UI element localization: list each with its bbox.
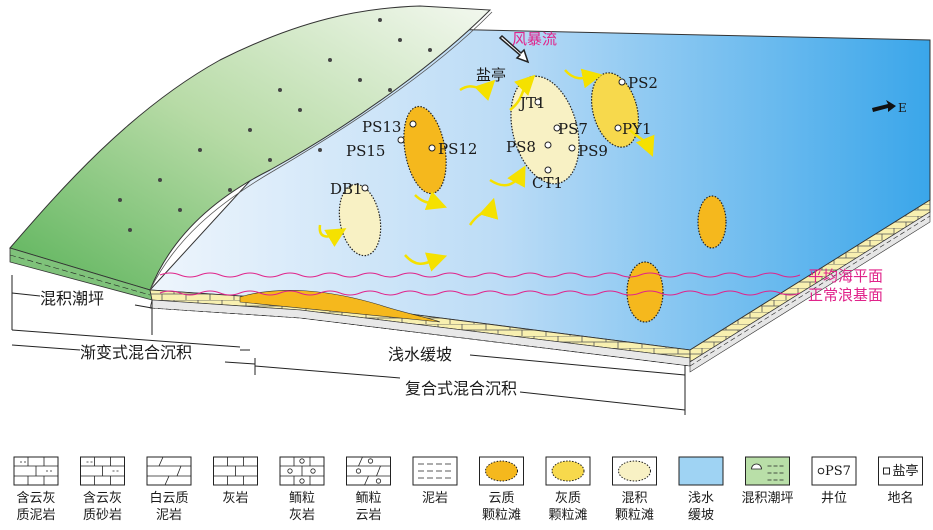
buried-shoal-lens xyxy=(239,290,441,323)
shoal-ps2 xyxy=(590,72,640,148)
shoal-east xyxy=(697,195,727,249)
legend-label-line2: 质砂岩 xyxy=(83,508,122,523)
legend-label-line1: 灰岩 xyxy=(222,491,248,506)
legend-label-line1: 云质 xyxy=(488,491,514,506)
shoal-db1 xyxy=(338,183,382,257)
legend-swatch xyxy=(745,456,790,486)
mean-sea-level-line xyxy=(159,272,801,278)
well-label-ps15: PS15 xyxy=(346,142,385,160)
wave-base-line xyxy=(159,290,801,296)
well-label-ps7: PS7 xyxy=(558,120,588,138)
legend-label-line2: 颗粒滩 xyxy=(615,508,654,523)
legend-label-line2: 质泥岩 xyxy=(16,508,55,523)
legend-item-shallow-ramp: 浅水缓坡 xyxy=(678,456,724,523)
tidal-flat-surface xyxy=(9,5,492,291)
well-label-ps2: PS2 xyxy=(628,74,658,92)
legend-label-line1: 泥岩 xyxy=(422,491,448,506)
legend-label-line2: 缓坡 xyxy=(688,508,714,523)
legend-label-line2: 泥岩 xyxy=(156,508,182,523)
storm-flow-label: 风暴流 xyxy=(512,30,557,48)
storm-flow-arrow xyxy=(498,34,530,64)
legend-label-line1: 鲕粒 xyxy=(355,491,381,506)
legend-swatch xyxy=(678,456,724,486)
legend-label-line1: 鲕粒 xyxy=(289,491,315,506)
legend-label-line1: 白云质 xyxy=(149,490,188,506)
legend-label-line1: 含云灰 xyxy=(83,490,122,506)
legend-item-well-location: PS7 井位 xyxy=(811,456,857,506)
well-label-db1: DB1 xyxy=(330,180,363,198)
legend-label-line1: 井位 xyxy=(821,491,847,506)
tidal-flat-dots xyxy=(118,18,432,232)
legend-label-line1: 灰质 xyxy=(555,491,581,506)
east-arrow xyxy=(872,100,896,112)
current-arrows xyxy=(318,68,655,272)
zone-gradual-label: 渐变式混合沉积 xyxy=(80,343,192,362)
legend-label-line2: 颗粒滩 xyxy=(548,508,587,523)
legend-swatch xyxy=(146,456,192,486)
well-label-ps9: PS9 xyxy=(578,142,608,160)
legend-label-line1: 混积潮坪 xyxy=(741,491,793,506)
well-label-ps12: PS12 xyxy=(438,140,477,158)
mean-sea-level-label: 平均海平面 xyxy=(808,267,883,285)
legend-label-line2: 云岩 xyxy=(355,508,381,523)
legend-item-limestone: 灰岩 xyxy=(213,456,258,506)
legend-label-line1: 含云灰 xyxy=(16,490,55,506)
well-label-ct1: CT1 xyxy=(532,174,563,192)
legend-label-line1: 混积 xyxy=(621,491,647,506)
legend-item-mudstone: 泥岩 xyxy=(412,456,458,506)
east-label: E xyxy=(898,101,907,115)
zone-composite-label: 复合式混合沉积 xyxy=(405,379,517,398)
legend-well-sample: PS7 xyxy=(825,464,851,479)
well-label-py1: PY1 xyxy=(622,120,652,138)
legend-item-mixed-tidal-flat: 混积潮坪 xyxy=(741,456,794,506)
well-label-jt1: JT1 xyxy=(518,94,546,112)
legend: 含云灰质泥岩含云灰质砂岩白云质泥岩灰岩鲕粒灰岩鲕粒云岩泥岩云质颗粒滩灰质颗粒滩混… xyxy=(13,456,923,523)
zone-tidal-flat-label: 混积潮坪 xyxy=(40,289,104,308)
well-markers xyxy=(361,78,626,192)
legend-label-line1: 地名 xyxy=(887,490,913,506)
place-label-yanting: 盐亭 xyxy=(476,66,506,84)
wave-base-label: 正常浪基面 xyxy=(808,286,883,304)
legend-label-line1: 浅水 xyxy=(688,491,714,506)
zone-brackets xyxy=(11,275,686,415)
well-label-ps13: PS13 xyxy=(362,118,401,136)
legend-label-line2: 颗粒滩 xyxy=(482,508,521,523)
legend-place-sample: 盐亭 xyxy=(893,463,919,479)
well-label-ps8: PS8 xyxy=(506,138,536,156)
legend-label-line2: 灰岩 xyxy=(289,508,315,523)
zone-ramp-label: 浅水缓坡 xyxy=(388,345,452,364)
